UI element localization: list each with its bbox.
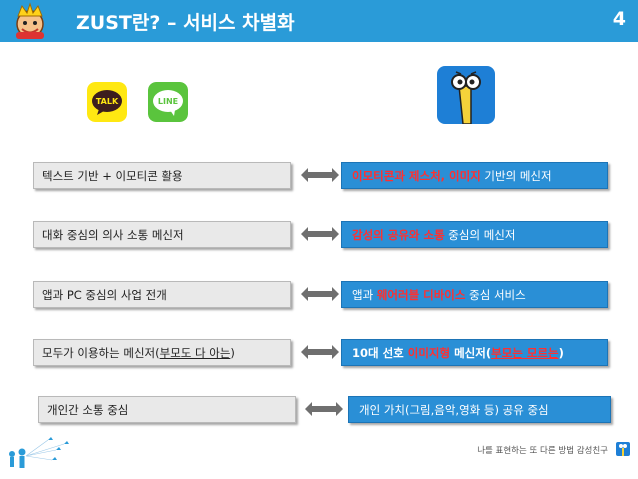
row-1-left-box: 텍스트 기반 + 이모티콘 활용 — [33, 162, 291, 189]
row-4-right-text: 부모는 모르는 — [491, 346, 559, 360]
header-bar: ZUST란? – 서비스 차별화 4 — [0, 0, 638, 42]
kakaotalk-label: TALK — [96, 97, 119, 106]
row-4-right-text: 이미지형 — [407, 346, 451, 360]
row-4-left-text: 모두가 이용하는 메신저( — [42, 346, 160, 360]
line-label: LINE — [158, 97, 178, 106]
row-1-right-box: 이모티콘과 제스처, 이미지 기반의 메신저 — [341, 162, 608, 189]
row-5-left-box: 개인간 소통 중심 — [38, 396, 296, 423]
row-5-left-text: 개인간 소통 중심 — [47, 403, 129, 417]
row-4-right-text: 메신저( — [450, 346, 492, 360]
row-3-right-text: 앱과 — [352, 288, 377, 302]
row-2-left-box: 대화 중심의 의사 소통 메신저 — [33, 221, 291, 248]
row-1-left-text: 텍스트 기반 + 이모티콘 활용 — [42, 169, 183, 183]
row-2-right-box: 감성의 공유와 소통 중심의 메신저 — [341, 221, 608, 248]
row-3-left-box: 앱과 PC 중심의 사업 전개 — [33, 281, 291, 308]
row-4-right-text: 10대 선호 — [352, 346, 408, 360]
page-number: 4 — [612, 8, 626, 30]
people-balloons-decoration-icon — [9, 437, 69, 468]
row-2-left-text: 대화 중심의 의사 소통 메신저 — [42, 228, 184, 242]
line-icon: LINE — [148, 82, 188, 122]
row-5-right-text: 개인 가치(그림,음악,영화 등) 공유 중심 — [359, 403, 549, 417]
page-title: ZUST란? – 서비스 차별화 — [76, 12, 295, 34]
zust-app-icon — [437, 66, 495, 124]
row-3-right-text: 웨어러블 디바이스 — [376, 288, 466, 302]
row-3-right-box: 앱과 웨어러블 디바이스 중심 서비스 — [341, 281, 608, 308]
zust-small-icon — [616, 442, 630, 456]
row-4-left-text: ) — [230, 346, 235, 360]
double-arrow-icon — [301, 227, 339, 241]
row-1-right-text: 기반의 메신저 — [480, 169, 552, 183]
row-3-left-text: 앱과 PC 중심의 사업 전개 — [42, 288, 167, 302]
kakaotalk-icon: TALK — [87, 82, 127, 122]
double-arrow-icon — [301, 287, 339, 301]
row-2-right-text: 감성의 공유와 소통 — [352, 228, 445, 242]
mascot-logo-icon — [16, 2, 44, 39]
row-2-right-text: 중심의 메신저 — [444, 228, 516, 242]
row-3-right-text: 중심 서비스 — [465, 288, 526, 302]
footer-text: 나를 표현하는 또 다른 방법 감성친구 — [477, 446, 608, 456]
row-1-right-text: 이모티콘과 제스처, 이미지 — [352, 169, 481, 183]
double-arrow-icon — [301, 168, 339, 182]
row-5-right-box: 개인 가치(그림,음악,영화 등) 공유 중심 — [348, 396, 611, 423]
row-4-left-text: 부모도 다 아는 — [159, 346, 231, 360]
row-4-right-text: ) — [558, 346, 564, 360]
row-4-right-box: 10대 선호 이미지형 메신저(부모는 모르는) — [341, 339, 608, 366]
double-arrow-icon — [305, 402, 343, 416]
double-arrow-icon — [301, 345, 339, 359]
row-4-left-box: 모두가 이용하는 메신저(부모도 다 아는) — [33, 339, 291, 366]
